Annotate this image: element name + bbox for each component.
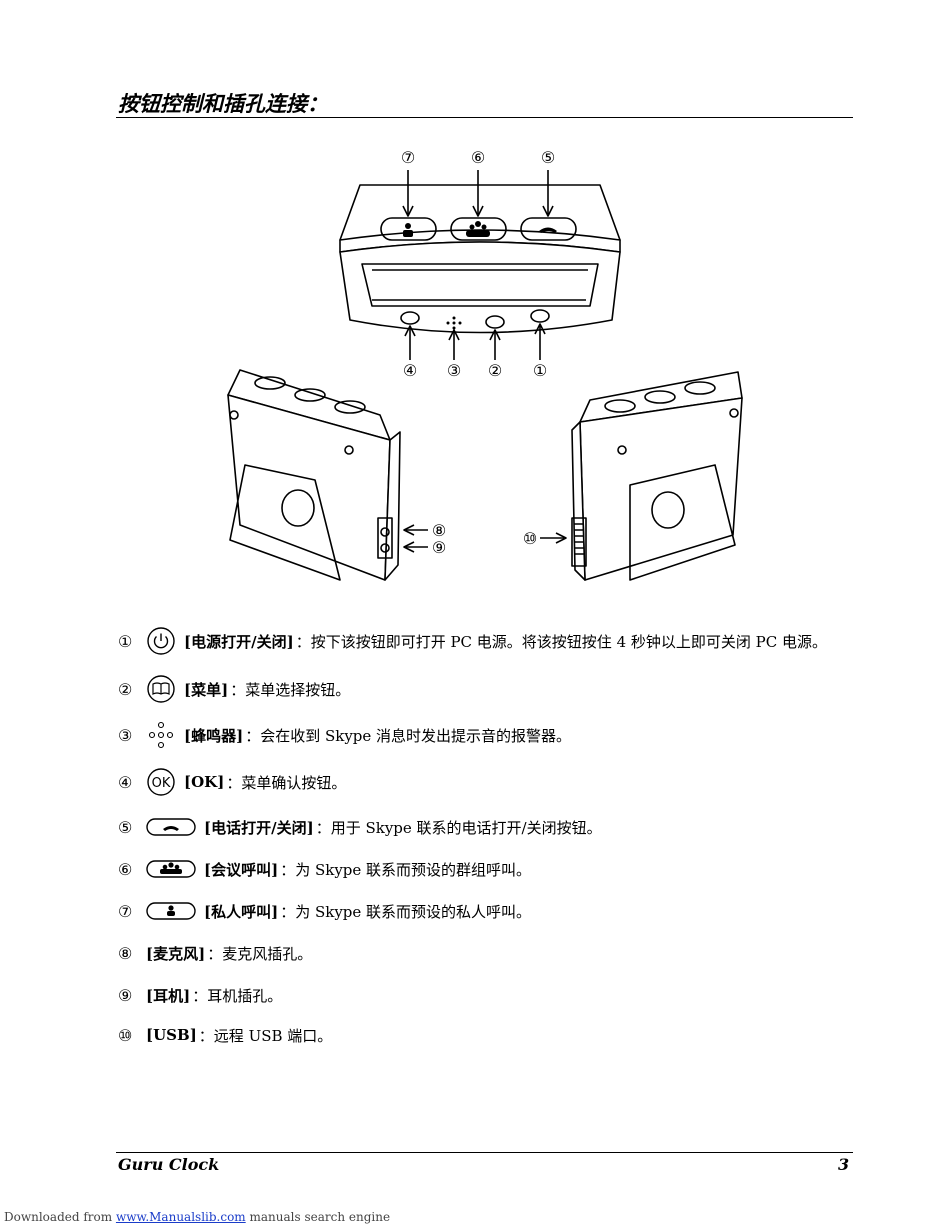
list-item: ⑩ [USB] ：远程 USB 端口。	[118, 1019, 332, 1051]
phone-handset-icon	[146, 816, 196, 838]
item-text: ：菜单选择按钮。	[230, 680, 351, 699]
callout-3: ③	[447, 361, 461, 380]
single-person-icon	[146, 900, 196, 922]
item-label: [蜂鸣器]	[184, 726, 244, 745]
power-icon	[146, 626, 176, 656]
buzzer-dots-icon	[446, 316, 462, 330]
list-item: ④ OK [OK] ：菜单确认按钮。	[118, 766, 346, 798]
device-front-view	[339, 184, 621, 334]
group-call-icon	[466, 221, 490, 237]
list-item: ⑦ [私人呼叫] ：为 Skype 联系而预设的私人呼叫。	[118, 895, 531, 927]
callout-5: ⑤	[541, 148, 555, 167]
download-suffix: manuals search engine	[245, 1210, 391, 1224]
list-item: ⑧ [麦克风] ：麦克风插孔。	[118, 937, 312, 969]
item-text: ：远程 USB 端口。	[198, 1026, 333, 1045]
item-label: [会议呼叫]	[204, 860, 279, 879]
list-item: ② [菜单] ：菜单选择按钮。	[118, 673, 350, 705]
item-label: [电源打开/关闭]	[184, 632, 294, 651]
device-right-side-view	[571, 371, 743, 581]
list-item: ⑨ [耳机] ：耳机插孔。	[118, 979, 282, 1011]
heading-rule	[116, 117, 853, 118]
item-label: [私人呼叫]	[204, 902, 279, 921]
item-text: ：按下该按钮即可打开 PC 电源。将该按钮按住 4 秒钟以上即可关闭 PC 电源…	[295, 632, 827, 651]
item-number: ②	[118, 679, 133, 699]
item-number: ⑨	[118, 985, 133, 1005]
item-number: ⑤	[118, 817, 133, 837]
list-item: ① [电源打开/关闭] ：按下该按钮即可打开 PC 电源。将该按钮按住 4 秒钟…	[118, 625, 827, 657]
callout-2: ②	[488, 361, 502, 380]
item-number: ⑦	[118, 901, 133, 921]
item-label: [菜单]	[184, 680, 229, 699]
item-text: ：会在收到 Skype 消息时发出提示音的报警器。	[245, 726, 572, 745]
callout-9: ⑨	[432, 538, 446, 557]
footer-title: Guru Clock	[118, 1155, 220, 1174]
item-text: ：菜单确认按钮。	[226, 773, 347, 792]
item-label: [电话打开/关闭]	[204, 818, 314, 837]
footer-rule	[116, 1152, 853, 1153]
callout-8: ⑧	[432, 521, 446, 540]
group-call-icon	[146, 858, 196, 880]
item-text: ：为 Skype 联系而预设的私人呼叫。	[280, 902, 532, 921]
item-text: ：耳机插孔。	[192, 986, 283, 1005]
callout-10: ⑩	[523, 529, 537, 548]
ok-icon: OK	[146, 767, 176, 797]
item-number: ⑩	[118, 1025, 133, 1045]
item-text: ：为 Skype 联系而预设的群组呼叫。	[280, 860, 532, 879]
list-item: ⑤ [电话打开/关闭] ：用于 Skype 联系的电话打开/关闭按钮。	[118, 811, 602, 843]
download-banner: Downloaded from www.Manualslib.com manua…	[4, 1210, 390, 1224]
callout-arrows	[402, 170, 567, 553]
list-item: ⑥ [会议呼叫] ：为 Skype 联系而预设的群组呼叫。	[118, 853, 531, 885]
device-left-side-view	[227, 369, 401, 581]
device-diagram: ⑦ ⑥ ⑤ ④ ③ ② ① ⑧ ⑨ ⑩	[227, 148, 743, 581]
download-prefix: Downloaded from	[4, 1210, 116, 1224]
callout-4: ④	[403, 361, 417, 380]
callout-7: ⑦	[401, 148, 415, 167]
list-item: ③ [蜂鸣器] ：会在收到 Skype 消息时发出提示音的报警器。	[118, 719, 571, 751]
item-label: [OK]	[184, 773, 225, 791]
callout-6: ⑥	[471, 148, 485, 167]
item-number: ①	[118, 631, 133, 651]
item-number: ④	[118, 772, 133, 792]
buzzer-dots-icon	[146, 720, 176, 750]
item-number: ⑥	[118, 859, 133, 879]
manualslib-link[interactable]: www.Manualslib.com	[115, 1210, 246, 1224]
page-number: 3	[838, 1155, 850, 1174]
item-label: [耳机]	[146, 986, 191, 1005]
svg-text:OK: OK	[152, 776, 171, 791]
item-label: [USB]	[146, 1026, 197, 1044]
item-number: ⑧	[118, 943, 133, 963]
callout-1: ①	[533, 361, 547, 380]
item-text: ：用于 Skype 联系的电话打开/关闭按钮。	[315, 818, 602, 837]
item-number: ③	[118, 725, 133, 745]
phone-handset-icon	[539, 227, 557, 233]
item-label: [麦克风]	[146, 944, 206, 963]
item-text: ：麦克风插孔。	[207, 944, 313, 963]
page-heading: 按钮控制和插孔连接：	[118, 91, 328, 116]
menu-book-icon	[146, 674, 176, 704]
single-person-icon	[403, 223, 413, 237]
